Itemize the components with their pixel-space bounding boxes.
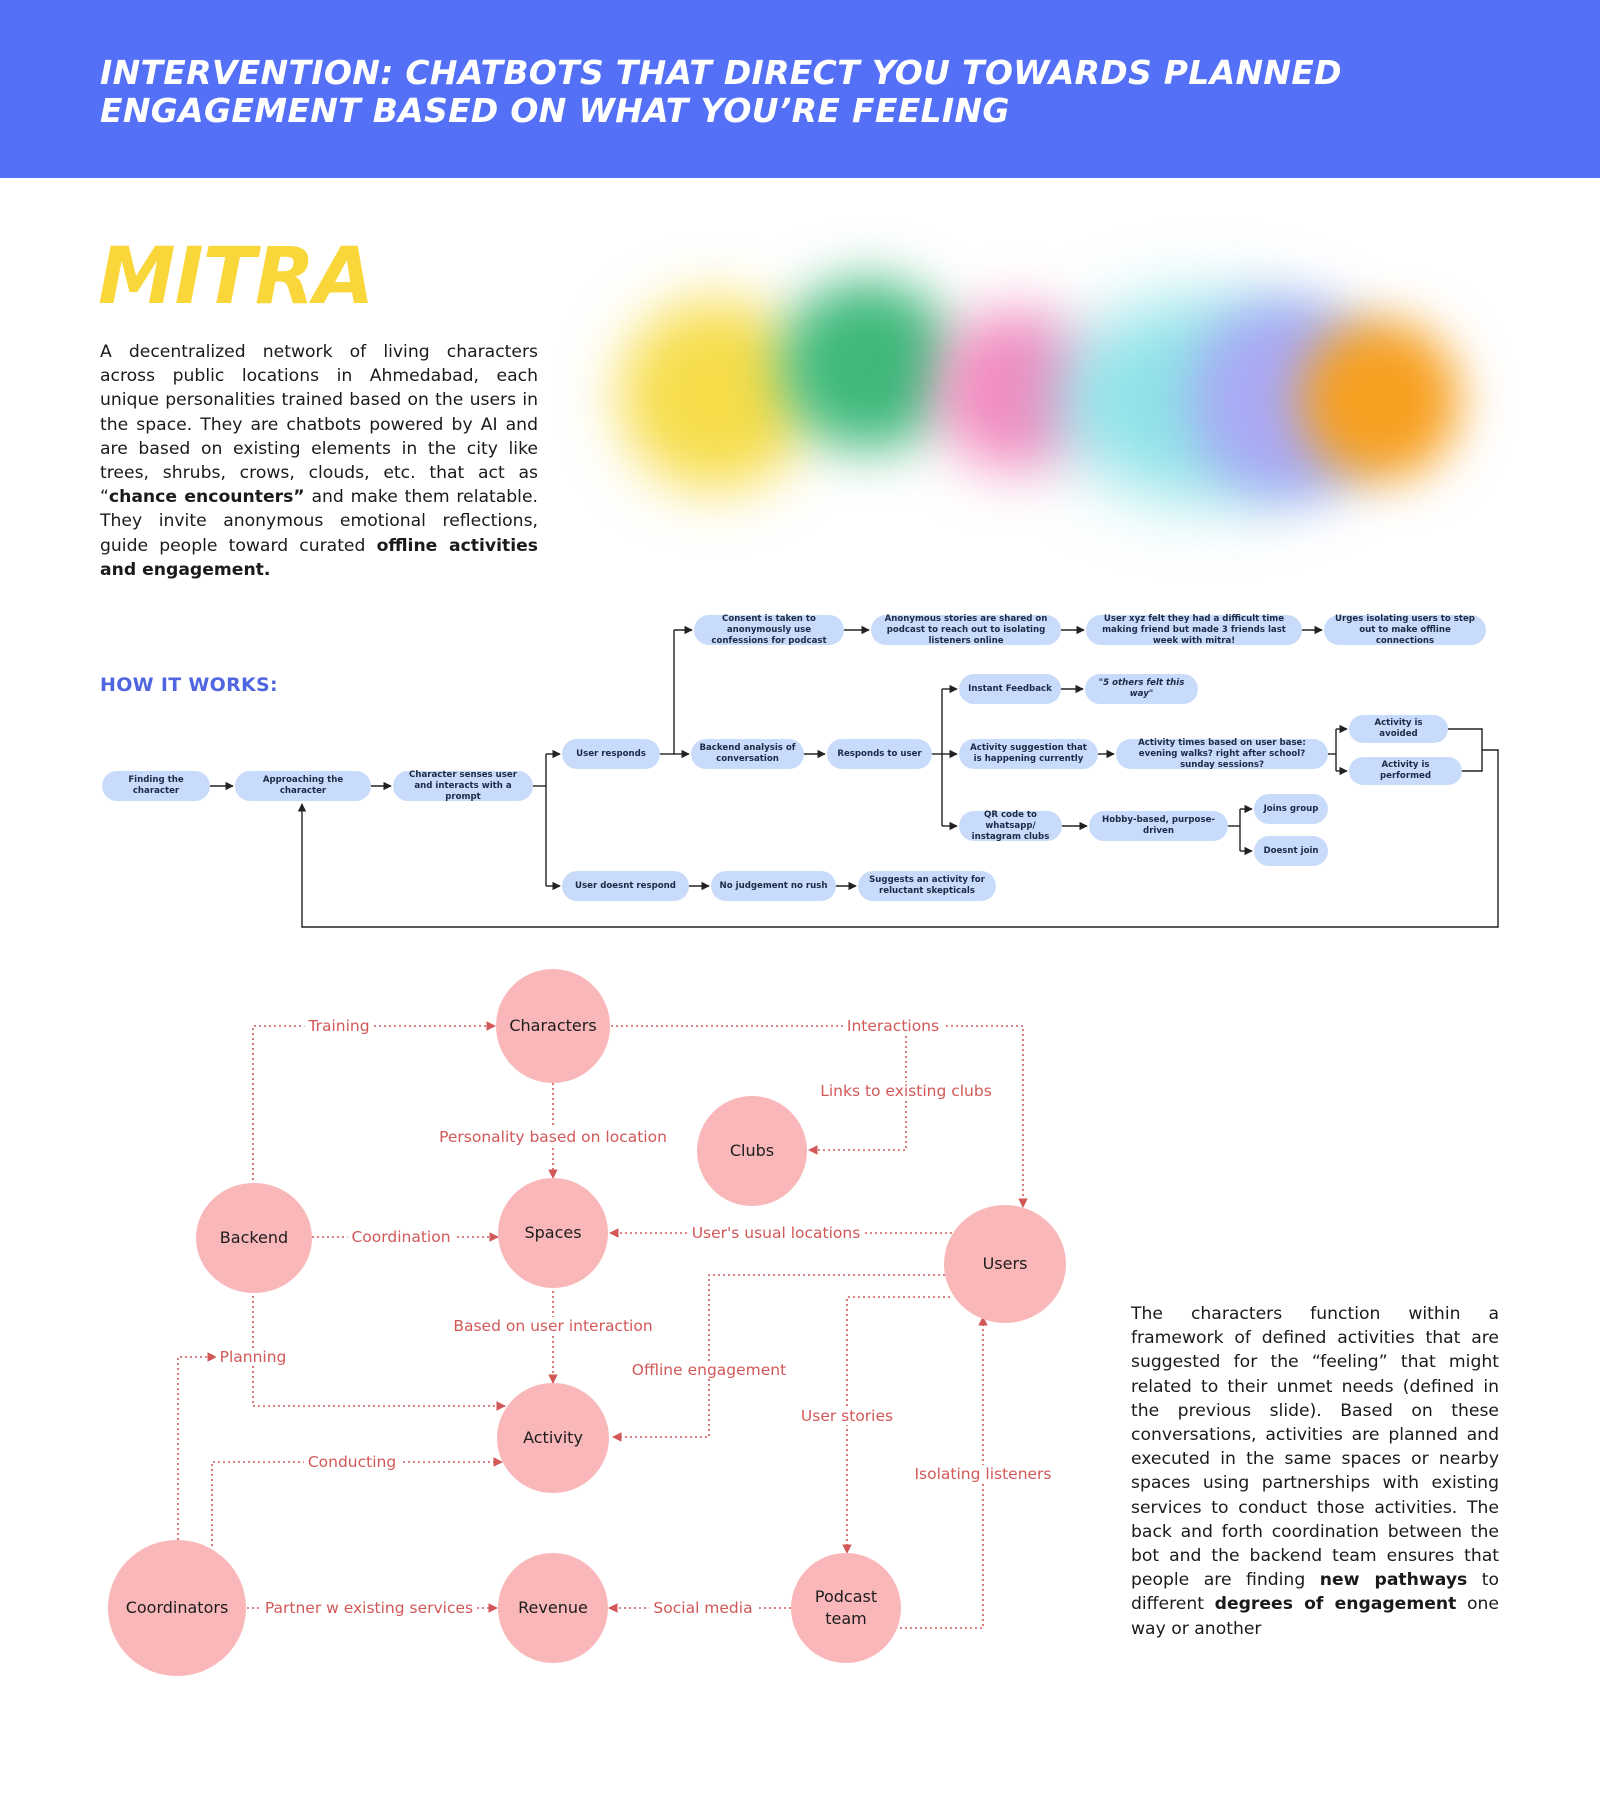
edge-label-usual-locations: User's usual locations: [687, 1224, 865, 1242]
node-users: Users: [944, 1205, 1066, 1323]
edge-label-interactions: Interactions: [842, 1017, 944, 1035]
step-anonymous-stories: Anonymous stories are shared on podcast …: [871, 614, 1061, 646]
blob-orange: [1300, 320, 1460, 480]
intro-paragraph: A decentralized network of living charac…: [100, 340, 538, 582]
node-activity: Activity: [497, 1383, 609, 1493]
node-backend: Backend: [196, 1183, 312, 1293]
node-clubs: Clubs: [697, 1096, 807, 1206]
step-character-senses: Character senses user and interacts with…: [393, 770, 533, 802]
step-activity-performed: Activity is performed: [1349, 757, 1462, 785]
step-consent: Consent is taken to anonymously use conf…: [694, 614, 844, 646]
brand-title: MITRA: [98, 232, 374, 322]
edge-label-partner: Partner w existing services: [260, 1599, 478, 1617]
node-characters: Characters: [496, 969, 610, 1083]
header-title-line1: INTERVENTION: CHATBOTS THAT DIRECT YOU T…: [100, 53, 1342, 92]
step-activity-avoided: Activity is avoided: [1349, 715, 1448, 743]
step-user-doesnt-respond: User doesnt respond: [562, 871, 689, 901]
intro-bold-2: offline activities and engagement.: [100, 535, 538, 580]
header-title: INTERVENTION: CHATBOTS THAT DIRECT YOU T…: [100, 54, 1400, 130]
node-spaces: Spaces: [498, 1178, 608, 1288]
step-instant-feedback: Instant Feedback: [959, 674, 1061, 704]
edge-label-user-stories: User stories: [796, 1407, 898, 1425]
step-five-others: "5 others felt this way": [1085, 674, 1198, 704]
step-user-responds: User responds: [562, 739, 660, 769]
node-revenue: Revenue: [498, 1553, 608, 1663]
header-banner: INTERVENTION: CHATBOTS THAT DIRECT YOU T…: [0, 0, 1600, 178]
intro-bold-1: chance encounters”: [108, 487, 305, 508]
outro-bold-2: degrees of engagement: [1214, 1594, 1457, 1615]
blob-yellow: [620, 300, 810, 490]
step-approaching-character: Approaching the character: [235, 771, 371, 801]
blob-green: [780, 280, 955, 450]
node-coordinators: Coordinators: [108, 1540, 246, 1676]
step-urges: Urges isolating users to step out to mak…: [1324, 614, 1486, 646]
how-it-works-heading: HOW IT WORKS:: [100, 674, 278, 696]
step-suggests-activity: Suggests an activity for reluctant skept…: [858, 871, 996, 901]
edge-label-training: Training: [304, 1017, 374, 1035]
step-user-xyz: User xyz felt they had a difficult time …: [1086, 614, 1302, 646]
edge-label-personality: Personality based on location: [435, 1128, 671, 1146]
flow-lines: [210, 625, 1499, 928]
edge-label-based-on-interaction: Based on user interaction: [449, 1317, 657, 1335]
step-finding-character: Finding the character: [102, 771, 210, 801]
edge-label-links-clubs: Links to existing clubs: [816, 1082, 996, 1100]
step-activity-times: Activity times based on user base: eveni…: [1116, 738, 1328, 770]
step-responds-to-user: Responds to user: [827, 739, 932, 769]
edge-label-coordination: Coordination: [347, 1228, 455, 1246]
outro-bold-1: new pathways: [1319, 1570, 1468, 1591]
step-hobby-based: Hobby-based, purpose-driven: [1089, 811, 1228, 841]
header-title-line2: ENGAGEMENT BASED ON WHAT YOU’RE FEELING: [100, 91, 1010, 130]
intro-text-2: and make them relatable. They invite ano…: [100, 487, 538, 556]
step-no-judgement: No judgement no rush: [711, 871, 836, 901]
edge-label-offline-engagement: Offline engagement: [627, 1361, 791, 1379]
edge-label-conducting: Conducting: [303, 1453, 401, 1471]
edge-label-planning: Planning: [215, 1348, 291, 1366]
step-qr-code: QR code to whatsapp/ instagram clubs: [959, 810, 1062, 842]
outro-text-2: to different: [1131, 1570, 1499, 1615]
character-color-blobs: [600, 260, 1500, 590]
step-doesnt-join: Doesnt join: [1254, 836, 1328, 866]
step-joins-group: Joins group: [1254, 794, 1328, 824]
node-podcast-team: Podcast team: [791, 1553, 901, 1663]
step-backend-analysis: Backend analysis of conversation: [691, 739, 804, 769]
edge-label-isolating: Isolating listeners: [910, 1465, 1056, 1483]
edge-label-social-media: Social media: [649, 1599, 757, 1617]
outro-paragraph: The characters function within a framewo…: [1131, 1302, 1499, 1641]
step-activity-suggestion: Activity suggestion that is happening cu…: [959, 739, 1098, 769]
outro-text-1: The characters function within a framewo…: [1131, 1304, 1499, 1591]
outro-text-3: one way or another: [1131, 1594, 1499, 1639]
intro-text-1: A decentralized network of living charac…: [100, 342, 538, 508]
